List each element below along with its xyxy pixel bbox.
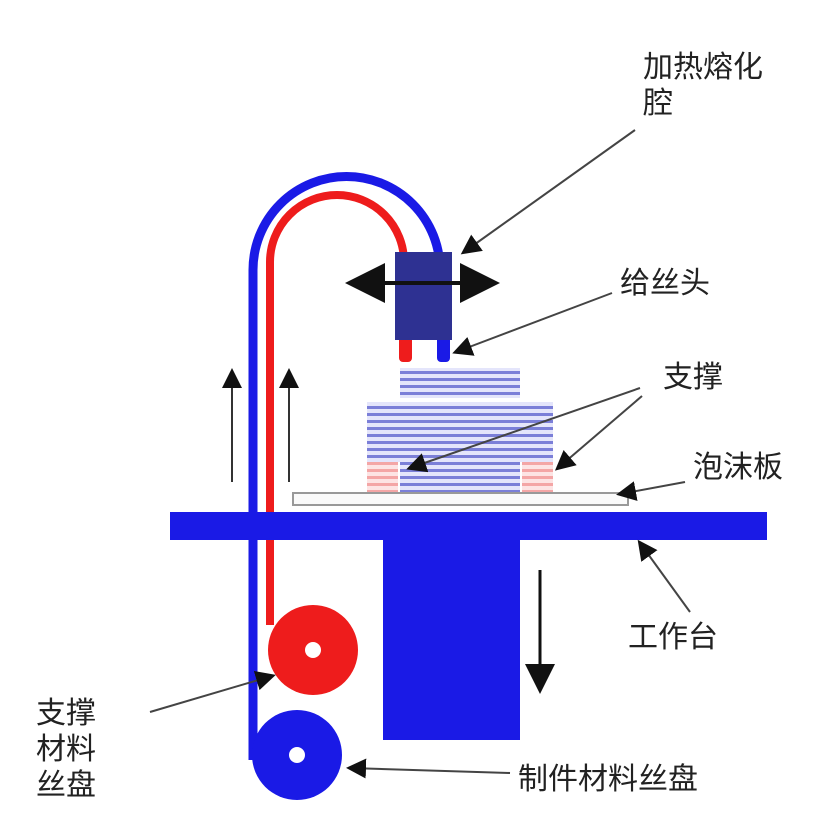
- support-layers-left: [367, 462, 398, 494]
- support-material-spool: [268, 605, 358, 695]
- label-support-spool-3: 丝盘: [36, 768, 96, 803]
- leader-part-spool: [346, 758, 511, 779]
- leader-worktable: [637, 539, 691, 613]
- label-support-spool-1: 支撑: [36, 696, 96, 731]
- leader-support-2: [554, 395, 643, 471]
- part-layers-top: [400, 368, 520, 398]
- label-support: 支撑: [663, 360, 723, 395]
- worktable: [170, 512, 767, 540]
- label-heating-chamber-2: 腔: [643, 86, 673, 121]
- leader-nozzle: [452, 292, 613, 356]
- label-part-spool: 制件材料丝盘: [518, 762, 698, 797]
- heating-chamber: [395, 252, 452, 340]
- leader-heating-chamber: [460, 129, 636, 255]
- label-heating-chamber-1: 加热熔化: [643, 50, 763, 85]
- foam-board: [292, 492, 629, 506]
- label-worktable: 工作台: [628, 620, 718, 655]
- part-material-filament: [248, 172, 445, 760]
- nozzle-tip-part: [437, 335, 450, 362]
- leader-foam-board: [616, 481, 686, 501]
- leader-support-spool: [149, 670, 276, 713]
- label-support-spool-2: 材料: [36, 732, 96, 767]
- part-layers-middle: [367, 402, 553, 462]
- part-layers-bottom: [400, 462, 520, 494]
- nozzle-tip-support: [399, 335, 412, 362]
- label-nozzle: 给丝头: [620, 266, 710, 301]
- leader-support-1: [406, 387, 641, 473]
- support-material-filament: [266, 191, 408, 625]
- part-material-spool: [252, 710, 342, 800]
- support-layers-right: [522, 462, 553, 494]
- label-foam-board: 泡沫板: [693, 450, 783, 485]
- worktable-column: [383, 538, 520, 740]
